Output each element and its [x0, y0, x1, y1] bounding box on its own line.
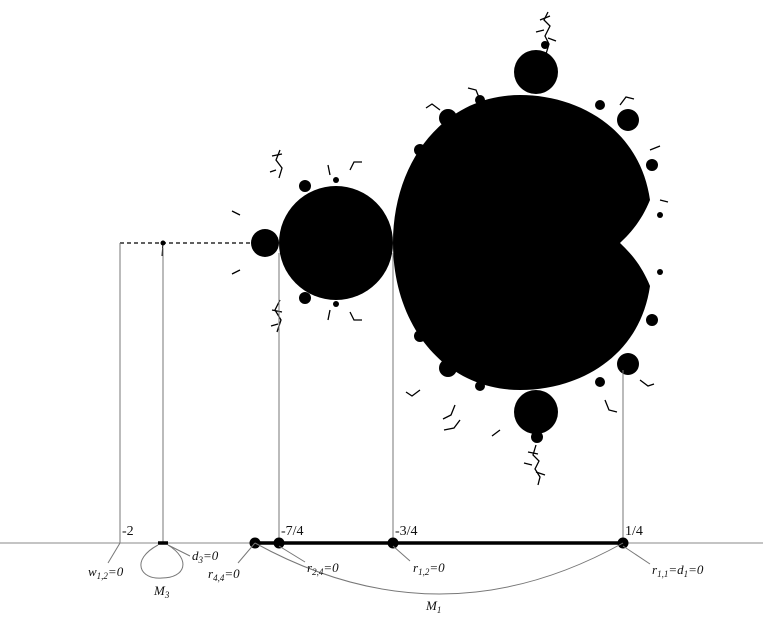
period-2-bulb: [279, 186, 393, 300]
tick-label-minus-two: -2: [122, 524, 134, 539]
main-cardioid: [393, 95, 650, 390]
tick-label-one-fourth: 1/4: [625, 524, 643, 539]
period-4-bulb: [251, 229, 279, 257]
label-M3: M3: [153, 583, 170, 600]
label-r44: r4,4=0: [208, 566, 240, 583]
tick-label-minus-seven-fourths: -7/4: [281, 524, 304, 539]
tick-label-minus-three-fourths: -3/4: [395, 524, 418, 539]
label-M1: M1: [425, 598, 441, 615]
label-d3: d3=0: [192, 548, 219, 565]
m1-arc: [254, 542, 624, 595]
label-r24: r2,4=0: [307, 560, 339, 577]
secondary-bulbs: [299, 41, 663, 443]
label-r11: r1,1=d1=0: [652, 562, 704, 579]
label-w12: w1,2=0: [88, 564, 124, 581]
fractal-filaments: [231, 11, 669, 486]
m3-loop: [140, 544, 184, 579]
projection-lines: [119, 243, 624, 543]
leader-lines: [107, 542, 651, 565]
label-r12: r1,2=0: [413, 560, 445, 577]
